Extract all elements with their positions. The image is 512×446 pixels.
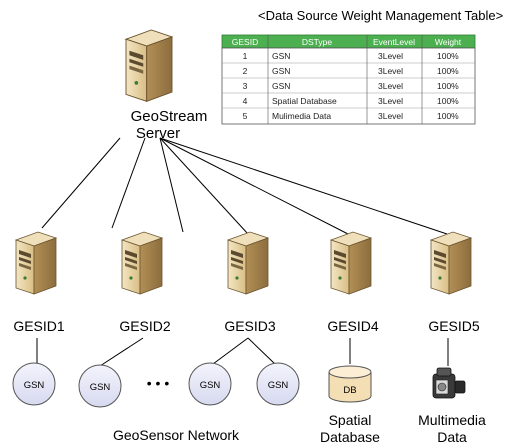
multimedia-data-label-2: Data xyxy=(437,429,467,445)
gesid-label: GESID3 xyxy=(224,318,276,334)
gsn-node: GSN xyxy=(256,362,300,406)
gesid-label: GESID5 xyxy=(428,318,480,334)
server-links xyxy=(36,137,449,367)
server-tower-icon xyxy=(121,231,163,295)
table-cell: 1 xyxy=(243,51,248,61)
table-cell: GSN xyxy=(272,81,290,91)
table-cell: 3Level xyxy=(378,51,403,61)
table-cell: 100% xyxy=(437,81,459,91)
table-title: <Data Source Weight Management Table> xyxy=(258,8,503,23)
table-cell: Mulimedia Data xyxy=(272,111,331,121)
geostream-server-label-2: Server xyxy=(136,125,180,142)
server-tower-icon xyxy=(430,231,472,295)
db-label: DB xyxy=(343,385,356,396)
table-cell: 2 xyxy=(243,66,248,76)
table-header-weight: Weight xyxy=(435,37,462,47)
table-cell: 100% xyxy=(437,66,459,76)
table-cell: 3Level xyxy=(378,66,403,76)
spatial-database-label-2: Database xyxy=(320,429,380,445)
table-cell: 3 xyxy=(243,81,248,91)
gesid-label: GESID1 xyxy=(13,318,65,334)
table-cell: Spatial Database xyxy=(272,96,337,106)
database-cylinder-icon: DB xyxy=(328,365,372,403)
gsn-label: GSN xyxy=(90,382,111,393)
table-cell: 100% xyxy=(437,111,459,121)
gsn-node: GSN xyxy=(12,362,56,406)
table-cell: GSN xyxy=(272,66,290,76)
geosensor-network-label: GeoSensor Network xyxy=(113,427,240,443)
weight-table: GESID DSType EventLevel Weight 1 GSN 3Le… xyxy=(221,34,476,125)
server-tower-icon xyxy=(15,231,57,295)
gsn-label: GSN xyxy=(200,380,221,391)
gesid-label: GESID2 xyxy=(119,318,171,334)
gsn-label: GSN xyxy=(24,380,45,391)
table-cell: 3Level xyxy=(378,96,403,106)
table-cell: 3Level xyxy=(378,81,403,91)
server-tower-icon xyxy=(227,231,269,295)
table-cell: GSN xyxy=(272,51,290,61)
table-header-eventlevel: EventLevel xyxy=(373,37,415,47)
table-header-gesid: GESID xyxy=(232,37,258,47)
gsn-label: GSN xyxy=(268,380,289,391)
ellipsis: • • • xyxy=(147,375,170,391)
gsn-node: GSN xyxy=(78,364,122,408)
table-cell: 4 xyxy=(243,96,248,106)
video-camera-icon xyxy=(432,367,466,399)
table-cell: 3Level xyxy=(378,111,403,121)
multimedia-data-label: Multimedia xyxy=(418,412,486,428)
geostream-server-label: GeoStream xyxy=(131,108,208,125)
table-cell: 100% xyxy=(437,96,459,106)
server-tower-icon xyxy=(125,29,173,102)
gesid-label: GESID4 xyxy=(327,318,379,334)
gsn-node: GSN xyxy=(188,362,232,406)
table-cell: 5 xyxy=(243,111,248,121)
table-cell: 100% xyxy=(437,51,459,61)
spatial-database-label: Spatial xyxy=(329,412,372,428)
server-tower-icon xyxy=(330,231,372,295)
table-header-dstype: DSType xyxy=(302,37,333,47)
